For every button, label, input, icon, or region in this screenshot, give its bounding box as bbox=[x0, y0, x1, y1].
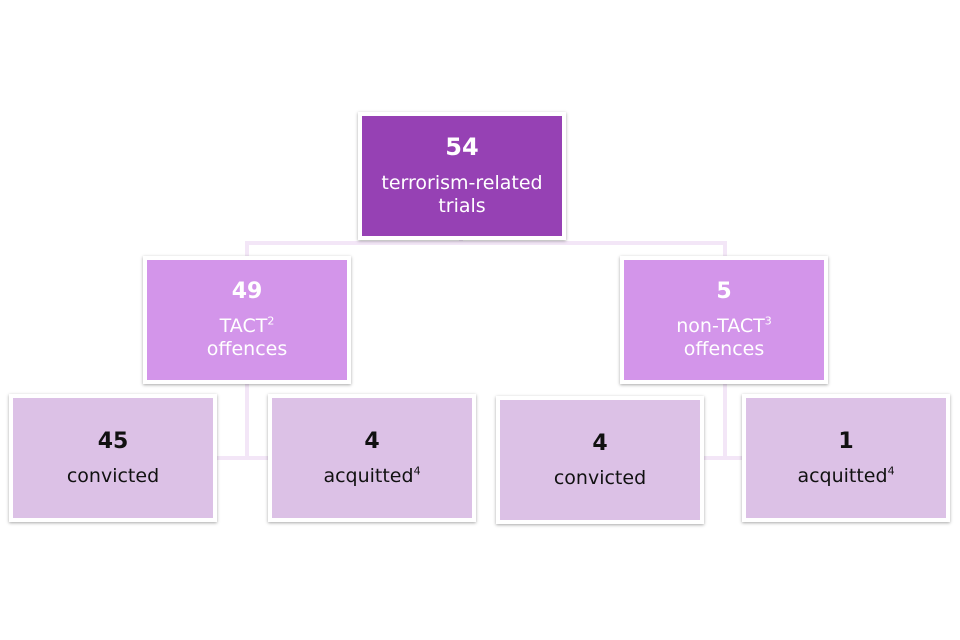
non-tact-acquitted-box: 1 acquitted4 bbox=[742, 394, 950, 522]
non-tact-convicted-value: 4 bbox=[592, 430, 608, 456]
footnote-marker: 2 bbox=[267, 314, 275, 328]
non-tact-convicted-box: 4 convicted bbox=[496, 396, 704, 524]
non-tact-acquitted-label: acquitted4 bbox=[797, 464, 895, 487]
tact-convicted-value: 45 bbox=[97, 428, 129, 454]
tact-acquitted-value: 4 bbox=[364, 428, 380, 454]
connector-root-stem bbox=[459, 236, 463, 244]
non-tact-convicted-label: convicted bbox=[553, 466, 647, 489]
connector-left-drop bbox=[245, 241, 249, 259]
non-tact-offences-value: 5 bbox=[716, 279, 732, 304]
tact-acquitted-box: 4 acquitted4 bbox=[268, 394, 476, 522]
tact-convicted-label: convicted bbox=[66, 464, 160, 487]
connector-right-drop bbox=[723, 241, 727, 259]
non-tact-acquitted-value: 1 bbox=[838, 428, 854, 454]
tact-offences-label-line1: TACT2 bbox=[219, 314, 275, 337]
tact-acquitted-label: acquitted4 bbox=[323, 464, 421, 487]
connector-right-stem bbox=[723, 382, 727, 460]
connector-root-horizontal bbox=[245, 241, 727, 245]
footnote-marker: 4 bbox=[413, 464, 421, 478]
root-node-box: 54 terrorism-related trials bbox=[358, 112, 566, 240]
connector-right-horizontal bbox=[700, 456, 746, 460]
root-node-label-line2: trials bbox=[438, 195, 486, 217]
root-node-value: 54 bbox=[445, 133, 479, 161]
tact-offences-box: 49 TACT2 offences bbox=[143, 256, 351, 384]
connector-left-horizontal bbox=[216, 456, 270, 460]
tact-offences-label-line2: offences bbox=[206, 338, 288, 360]
tact-convicted-box: 45 convicted bbox=[9, 394, 217, 522]
non-tact-offences-label-line1: non-TACT3 bbox=[676, 314, 772, 337]
footnote-marker: 3 bbox=[764, 314, 772, 328]
footnote-marker: 4 bbox=[887, 464, 895, 478]
non-tact-offences-label-line2: offences bbox=[683, 338, 765, 360]
connector-left-stem bbox=[245, 382, 249, 460]
non-tact-offences-box: 5 non-TACT3 offences bbox=[620, 256, 828, 384]
root-node-label-line1: terrorism-related bbox=[381, 172, 543, 194]
tact-offences-value: 49 bbox=[231, 279, 263, 304]
